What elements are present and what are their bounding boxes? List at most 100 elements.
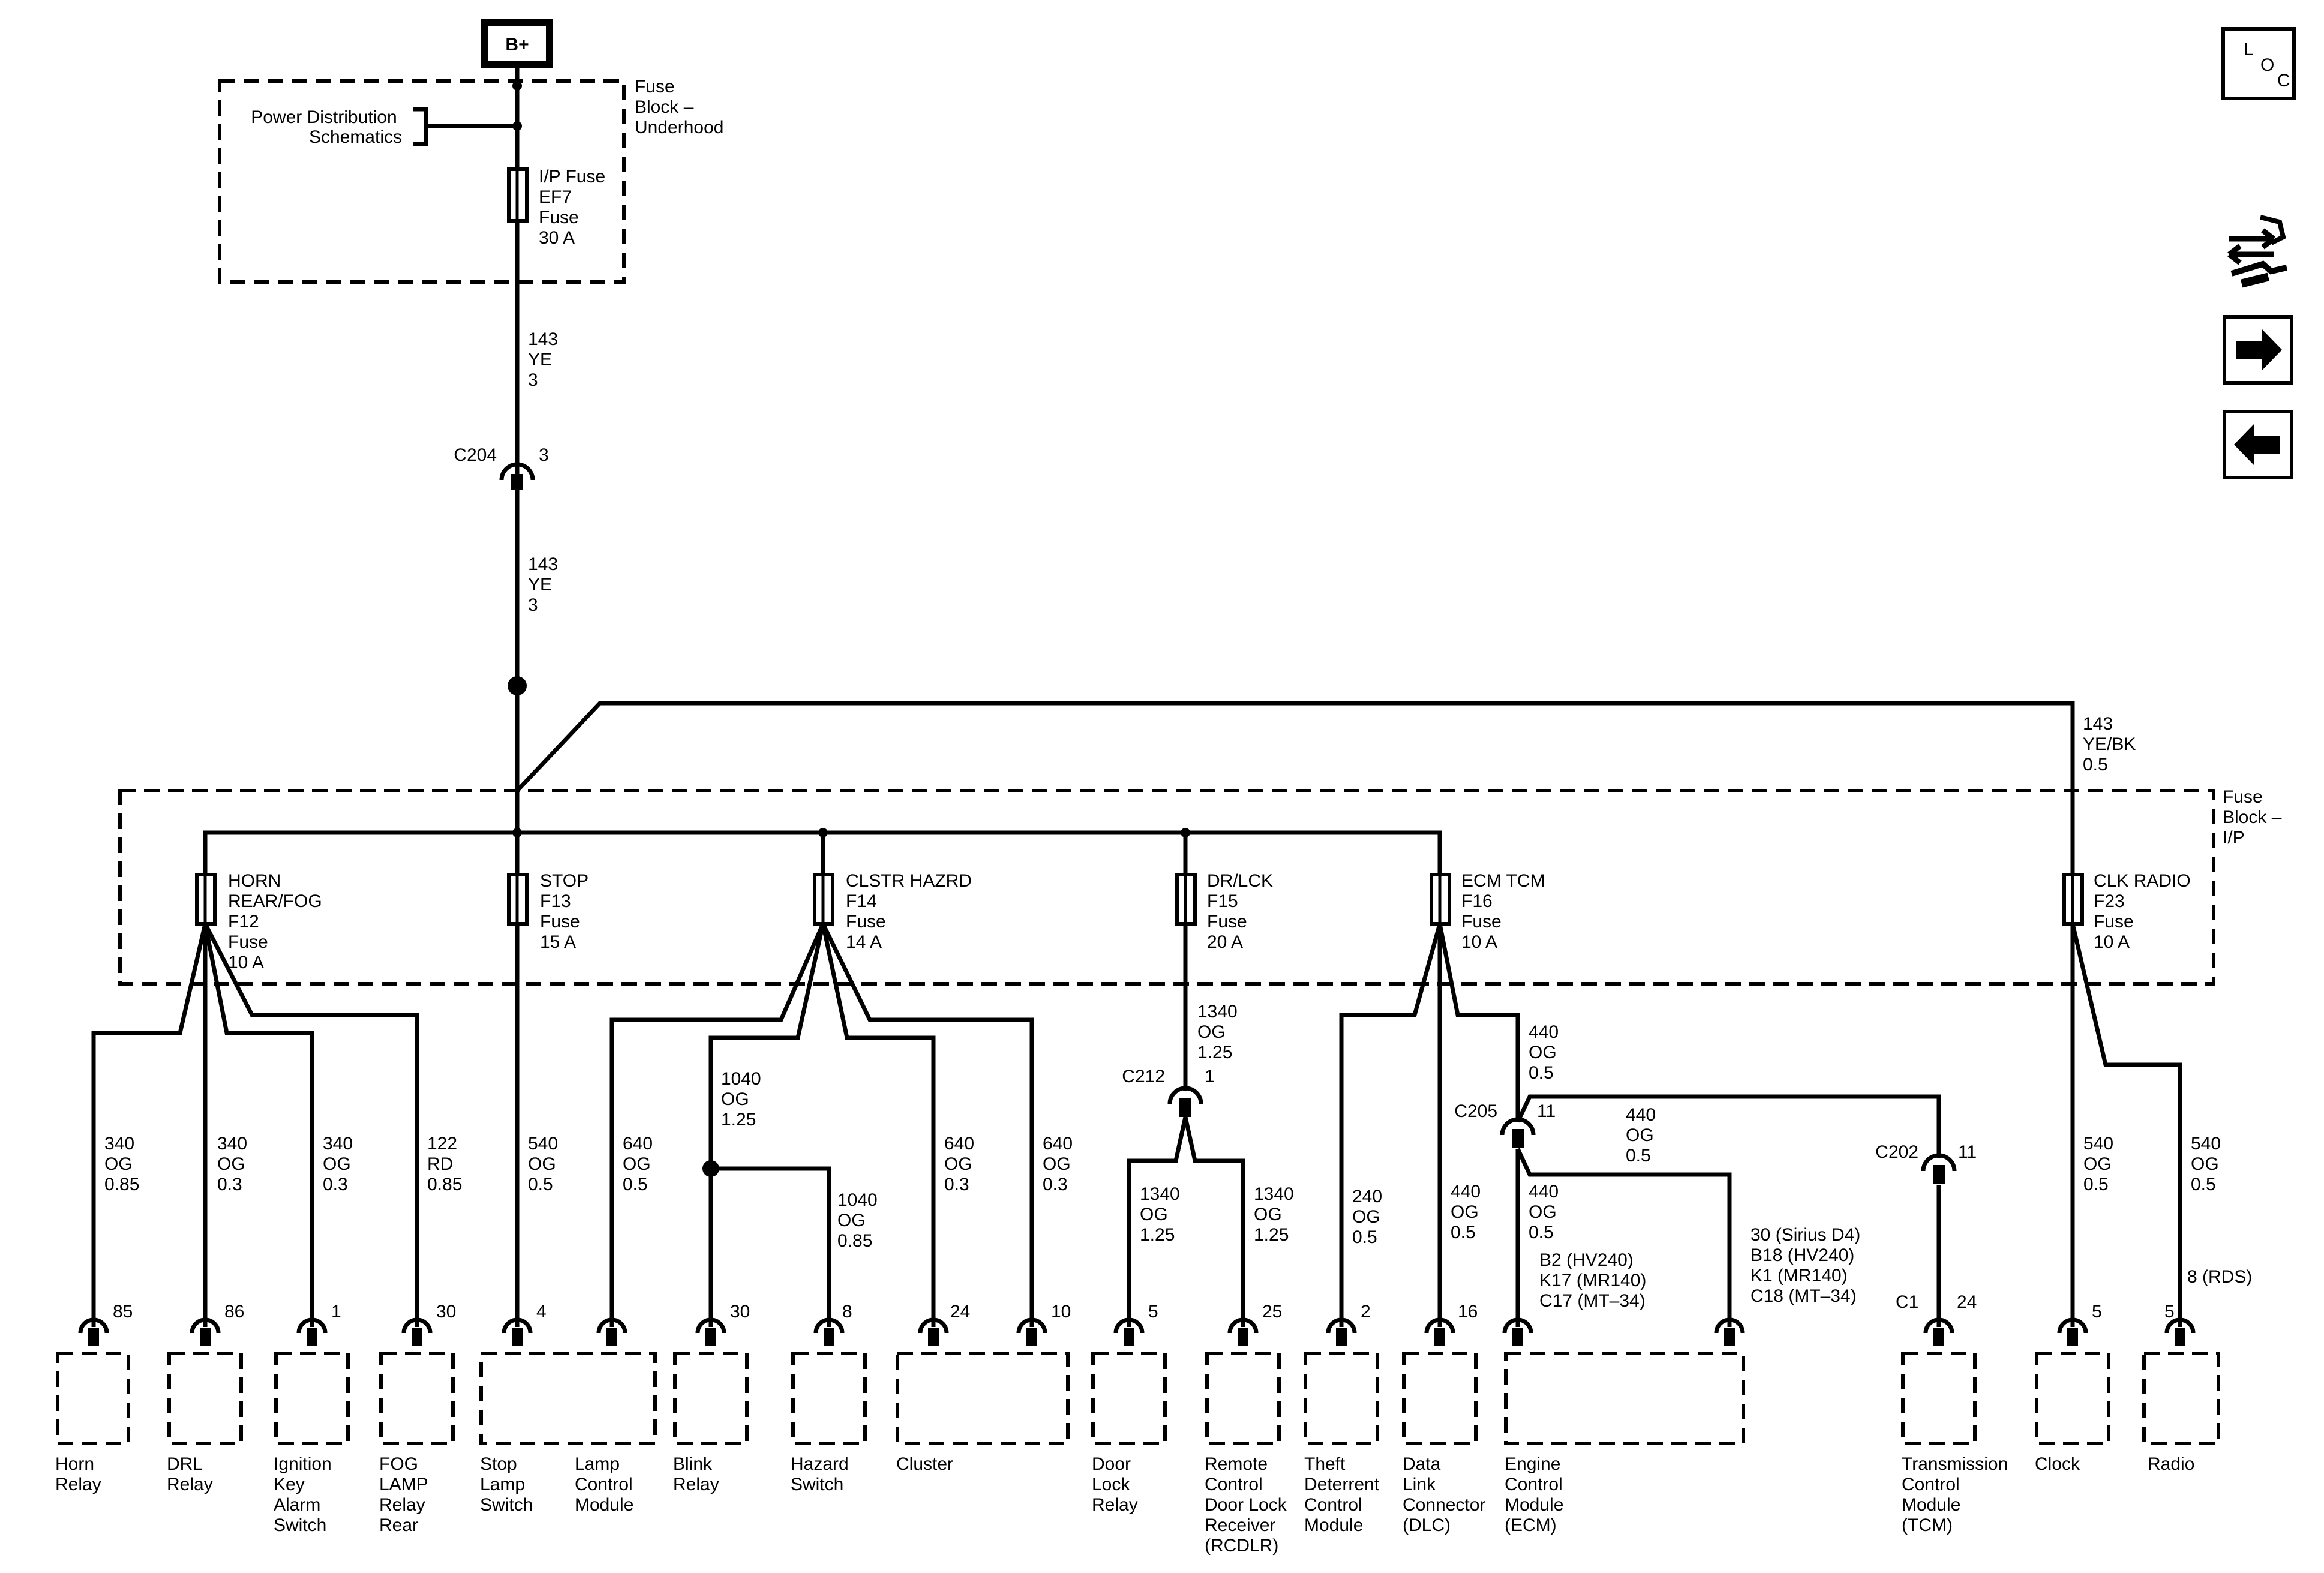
power-distribution-ref[interactable]: Power Distribution Schematics — [251, 107, 402, 147]
component-clock — [2035, 1352, 2110, 1445]
component-theft-deterrent — [1304, 1352, 1379, 1445]
component-ecm — [1504, 1352, 1745, 1445]
connector-c205-pin: 11 — [1537, 1101, 1556, 1121]
pin-blink: 30 — [730, 1302, 750, 1322]
component-fog-lamp-relay — [379, 1352, 455, 1445]
wire-cluster-24 — [821, 923, 936, 1327]
pin-horn: 85 — [113, 1302, 133, 1322]
splice-power-dist — [512, 121, 522, 131]
wire-door — [1127, 1116, 1188, 1327]
svg-text:C: C — [2277, 71, 2290, 91]
wire-label-1040-hazard: 1040 OG 0.85 — [837, 1190, 882, 1251]
connector-c202 — [1921, 1153, 1957, 1184]
fuse-f16-label: ECM TCM F16 Fuse 10 A — [1461, 871, 1550, 952]
wire-blink — [708, 923, 825, 1327]
connector-c204-pin: 3 — [539, 445, 549, 465]
component-hazard-switch — [791, 1352, 867, 1445]
fuse-f12-label: HORN REAR/FOG F12 Fuse 10 A — [228, 871, 327, 972]
component-label-radio: Radio — [2148, 1454, 2194, 1474]
component-boxes — [56, 1352, 2220, 1445]
wire-label-1040-top: 1040 OG 1.25 — [721, 1069, 766, 1130]
component-radio — [2142, 1352, 2220, 1445]
fuse-block-ip-outline — [118, 789, 2215, 986]
wire-ign — [203, 923, 314, 1327]
connector-end-view-icon[interactable] — [2227, 215, 2288, 288]
fuse-f23-label: CLK RADIO F23 Fuse 10 A — [2094, 871, 2196, 952]
battery-label: B+ — [505, 35, 529, 55]
component-door-lock-relay — [1091, 1352, 1167, 1445]
power-distribution-bracket — [413, 107, 517, 146]
fuse-f12 — [195, 873, 217, 926]
component-stop-lamp-lamp-control — [479, 1352, 657, 1445]
wire-hazard — [711, 1166, 831, 1327]
component-ignition-key-alarm-switch — [274, 1352, 350, 1445]
pin-dlc: 16 — [1458, 1302, 1478, 1322]
fuse-f16 — [1430, 873, 1451, 926]
component-label-cluster: Cluster — [896, 1454, 953, 1474]
wire-label-c205-in: 440 OG 0.5 — [1529, 1022, 1563, 1083]
locator-icon[interactable]: L O C — [2221, 27, 2296, 100]
fuse-f15-label: DR/LCK F15 Fuse 20 A — [1207, 871, 1278, 952]
previous-page-button[interactable] — [2223, 410, 2293, 479]
arrow-left-icon — [2234, 424, 2280, 466]
wire-label-ye-bk: 143 YE/BK 0.5 — [2083, 714, 2141, 775]
svg-text:L: L — [2244, 40, 2254, 59]
pin-rcdlr: 25 — [1262, 1302, 1282, 1322]
component-horn-relay — [56, 1352, 130, 1445]
connector-c202-name: C202 — [1875, 1142, 1918, 1162]
component-label-clock: Clock — [2035, 1454, 2080, 1474]
wire-lamp — [609, 923, 825, 1327]
fuse-block-underhood-outline — [218, 79, 626, 284]
splice-blink — [702, 1160, 719, 1177]
fuse-f23 — [2062, 873, 2084, 926]
component-tcm — [1901, 1352, 1977, 1445]
pin-tcm: 24 — [1957, 1292, 1977, 1312]
fuse-f13-label: STOP F13 Fuse 15 A — [540, 871, 593, 952]
component-cluster — [896, 1352, 1070, 1445]
wire-fog — [203, 923, 419, 1327]
wire-label-main-lower: 143 YE 3 — [528, 554, 563, 615]
component-blink-relay — [673, 1352, 749, 1445]
svg-text:O: O — [2260, 55, 2274, 75]
tcm-connector-label: C1 — [1896, 1292, 1918, 1312]
connector-c204 — [499, 462, 535, 490]
connector-c205-name: C205 — [1454, 1101, 1497, 1121]
component-rcdlr — [1205, 1352, 1281, 1445]
pin-door: 5 — [1148, 1302, 1158, 1322]
fuse-f15 — [1175, 873, 1197, 926]
wire-theft — [1339, 923, 1442, 1327]
pin-ign: 1 — [331, 1302, 341, 1322]
next-page-button[interactable] — [2223, 315, 2293, 385]
fuse-f14-label: CLSTR HAZRD F14 Fuse 14 A — [846, 871, 977, 952]
pin-clock: 5 — [2092, 1302, 2102, 1322]
splice-top — [512, 81, 522, 91]
fuse-block-underhood-title: Fuse Block – Underhood — [635, 77, 723, 137]
wire-label-c212-in: 1340 OG 1.25 — [1197, 1002, 1242, 1062]
connector-c212 — [1167, 1086, 1203, 1117]
wire-radio — [2070, 923, 2182, 1327]
pin-fog: 30 — [436, 1302, 456, 1322]
connector-c202-pin: 11 — [1958, 1142, 1977, 1162]
arrow-right-icon — [2236, 329, 2282, 371]
wire-ecm-2 — [1515, 1148, 1732, 1327]
connector-c205 — [1500, 1117, 1536, 1148]
connector-c212-pin: 1 — [1205, 1067, 1215, 1086]
